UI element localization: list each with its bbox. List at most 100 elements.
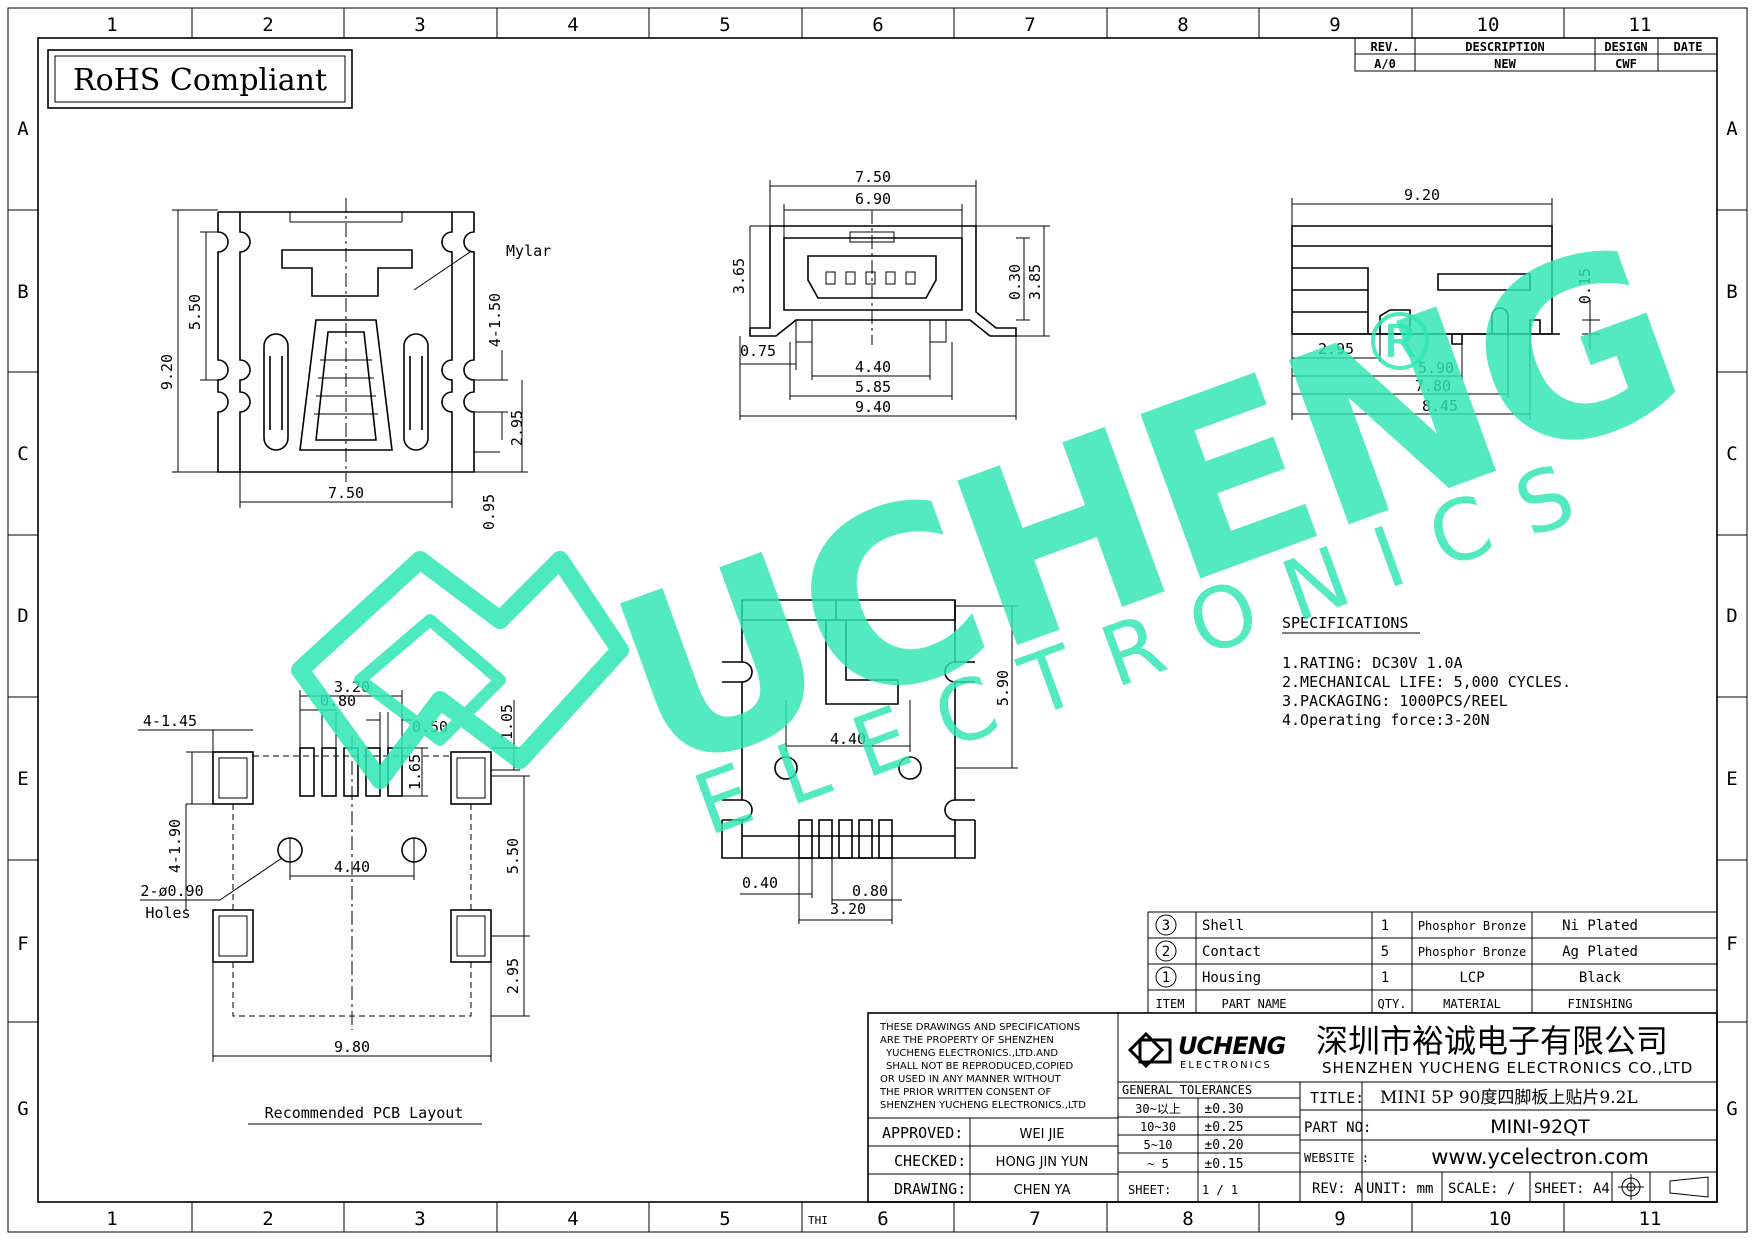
dim-0-40: 0.40 [742, 874, 778, 892]
pcb-dim-9-80: 9.80 [334, 1038, 370, 1056]
dim-0-80-bottom: 0.80 [852, 882, 888, 900]
bom-row-1-qty: 1 [1381, 918, 1389, 934]
watermark-registered: ® [1360, 296, 1440, 389]
tolerance-range-3: 5~10 [1144, 1138, 1173, 1152]
bom-row-1-item: 3 [1162, 918, 1170, 934]
logo-text: UCHENG [1178, 1032, 1286, 1060]
grid-row-d-left: D [17, 605, 28, 627]
logo-sub: ELECTRONICS [1180, 1060, 1272, 1071]
tolerance-value-2: ±0.25 [1204, 1120, 1243, 1135]
company-name-cn: 深圳市裕诚电子有限公司 [1316, 1022, 1668, 1060]
grid-col-7-top: 7 [1024, 14, 1035, 36]
bom-header-material: MATERIAL [1443, 997, 1501, 1011]
notice-line-2: ARE THE PROPERTY OF SHENZHEN [880, 1035, 1054, 1046]
tolerance-range-1: 30~以上 [1135, 1102, 1181, 1116]
spec-item-4: 4.Operating force:3-20N [1282, 711, 1490, 729]
drawing-title: MINI 5P 90度四脚板上贴片9.2L [1380, 1088, 1638, 1108]
pcb-caption: Recommended PCB Layout [265, 1104, 464, 1122]
rohs-label: RoHS Compliant [73, 63, 327, 98]
grid-row-f-right: F [1726, 933, 1737, 955]
notice-line-1: THESE DRAWINGS AND SPECIFICATIONS [879, 1022, 1080, 1033]
grid-col-6-top: 6 [872, 14, 883, 36]
bom-header-finishing: FINISHING [1567, 997, 1632, 1011]
grid-row-g-left: G [17, 1098, 28, 1120]
grid-col-6-bottom: 6 [877, 1208, 888, 1230]
dim-2-95: 2.95 [508, 410, 526, 446]
approved-name: WEI JIE [1020, 1127, 1065, 1142]
part-label: PART NO: [1304, 1120, 1371, 1136]
pcb-dim-2-95: 2.95 [504, 958, 522, 994]
grid-row-e-right: E [1726, 768, 1737, 790]
grid-col-5-top: 5 [719, 14, 730, 36]
grid-col-10-bottom: 10 [1489, 1208, 1512, 1230]
grid-row-d-right: D [1726, 605, 1737, 627]
grid-row-e-left: E [17, 768, 28, 790]
notice-line-5: OR USED IN ANY MANNER WITHOUT [880, 1074, 1062, 1085]
specifications: SPECIFICATIONS 1.RATING: DC30V 1.0A 2.ME… [1282, 614, 1571, 729]
sheet-size-field: SHEET: A4 [1534, 1181, 1610, 1197]
notice-line-3: YUCHENG ELECTRONICS.,LTD.AND [885, 1048, 1058, 1059]
spec-item-3: 3.PACKAGING: 1000PCS/REEL [1282, 692, 1508, 710]
grid-col-8-bottom: 8 [1182, 1208, 1193, 1230]
bom-row-2-item: 2 [1162, 944, 1170, 960]
website-label: WEBSITE : [1304, 1151, 1369, 1165]
dim-8-45: 8.45 [1422, 397, 1458, 415]
bom-row-3-part: Housing [1202, 970, 1261, 986]
bom-row-2-finish: Ag Plated [1562, 944, 1638, 960]
dim-5-90-side: 5.90 [1418, 359, 1454, 377]
grid-row-c-right: C [1726, 443, 1737, 465]
grid-row-g-right: G [1726, 1098, 1737, 1120]
grid-col-3-bottom: 3 [414, 1208, 425, 1230]
dim-4-1-50: 4-1.50 [486, 293, 504, 347]
dim-7-50-top: 7.50 [328, 484, 364, 502]
company-logo: UCHENG ELECTRONICS [1127, 1031, 1287, 1071]
grid-col-1-top: 1 [106, 14, 117, 36]
website-value: www.ycelectron.com [1431, 1145, 1649, 1169]
grid-col-4-top: 4 [567, 14, 578, 36]
grid-row-b-right: B [1726, 281, 1737, 303]
grid-col-8-top: 8 [1177, 14, 1188, 36]
design-header: DESIGN [1604, 40, 1647, 54]
description-value: NEW [1494, 57, 1516, 71]
dim-0-30: 0.30 [1006, 264, 1024, 300]
sheet-label: SHEET: [1128, 1183, 1171, 1197]
dim-4-40-bottom: 4.40 [830, 730, 866, 748]
grid-col-9-bottom: 9 [1334, 1208, 1345, 1230]
checked-name: HONG JIN YUN [996, 1155, 1089, 1170]
tolerance-value-3: ±0.20 [1204, 1138, 1243, 1153]
company-name-en: SHENZHEN YUCHENG ELECTRONICS CO.,LTD [1322, 1059, 1693, 1077]
bom-row-3-material: LCP [1459, 970, 1484, 986]
title-block: THESE DRAWINGS AND SPECIFICATIONS ARE TH… [808, 1012, 1718, 1227]
tolerance-value-1: ±0.30 [1204, 1102, 1243, 1117]
revision-table: REV. DESCRIPTION DESIGN DATE A/0 NEW CWF [1354, 37, 1718, 72]
dim-3-65: 3.65 [730, 258, 748, 294]
tolerance-range-4: ~ 5 [1147, 1157, 1169, 1171]
design-value: CWF [1615, 57, 1637, 71]
dim-0-15: 0.15 [1576, 268, 1594, 304]
drawing-name: CHEN YA [1014, 1183, 1071, 1198]
approved-label: APPROVED: [882, 1124, 963, 1142]
grid-row-a-left: A [17, 118, 29, 140]
scale-field: SCALE: / [1448, 1181, 1515, 1197]
notice-line-4: SHALL NOT BE REPRODUCED,COPIED [886, 1061, 1073, 1072]
bom-header-item: ITEM [1156, 997, 1185, 1011]
grid-col-11-bottom: 11 [1639, 1208, 1662, 1230]
side-view: 9.20 0.15 2.95 5.90 7.80 8.45 [1291, 186, 1600, 420]
dim-0-75: 0.75 [740, 342, 776, 360]
spec-item-1: 1.RATING: DC30V 1.0A [1282, 654, 1463, 672]
dim-9-20-side: 9.20 [1404, 186, 1440, 204]
sheet-value: 1 / 1 [1202, 1183, 1238, 1197]
thi-label: THI [808, 1214, 828, 1227]
grid-row-f-left: F [17, 933, 28, 955]
title-label: TITLE: [1310, 1089, 1364, 1107]
grid-row-b-left: B [17, 281, 28, 303]
part-number: MINI-92QT [1490, 1116, 1590, 1138]
date-header: DATE [1674, 40, 1703, 54]
rev-header: REV. [1371, 40, 1400, 54]
bom-header-qty: QTY. [1378, 997, 1407, 1011]
bom-row-3-qty: 1 [1381, 970, 1389, 986]
grid-row-a-right: A [1726, 118, 1738, 140]
bom-table: 3 Shell 1 Phosphor Bronze Ni Plated 2 Co… [1147, 911, 1718, 1014]
specs-title: SPECIFICATIONS [1282, 614, 1408, 632]
pcb-dim-1-05: 1.05 [498, 704, 516, 740]
